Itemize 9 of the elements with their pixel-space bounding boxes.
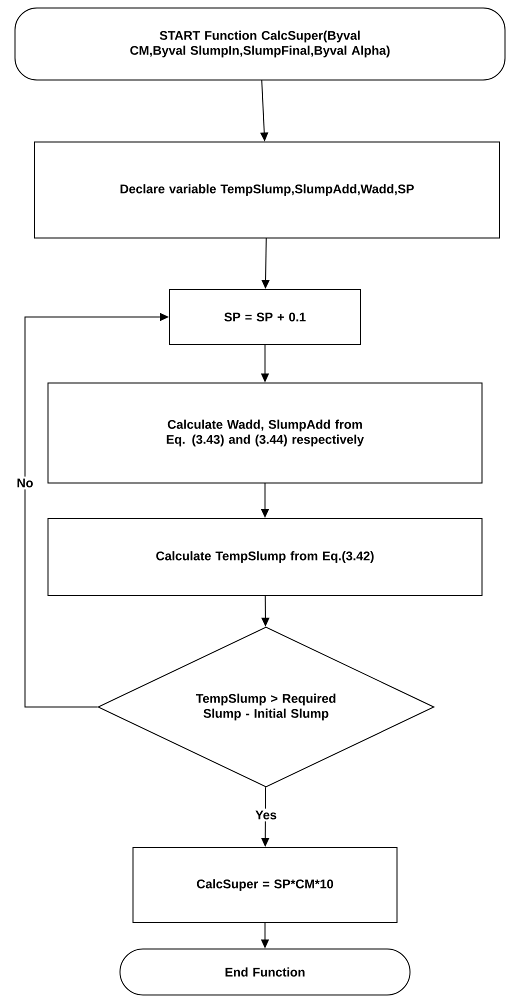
- process-box: Declare variable TempSlump,SlumpAdd,Wadd,SP: [34, 142, 500, 238]
- edge-label: No: [14, 476, 36, 490]
- process-box: Calculate Wadd, SlumpAdd from Eq. (3.43) and (3.44) respectively: [48, 382, 482, 484]
- terminal-box: START Function CalcSuper(Byval CM,Byval SlumpIn,SlumpFinal,Byval Alpha): [14, 8, 506, 80]
- edge-label: Yes: [253, 808, 279, 822]
- process-box: Calculate TempSlump from Eq.(3.42): [48, 518, 482, 596]
- process-box: SP = SP + 0.1: [169, 289, 361, 345]
- process-box: CalcSuper = SP*CM*10: [132, 847, 398, 923]
- terminal-box: End Function: [120, 948, 410, 996]
